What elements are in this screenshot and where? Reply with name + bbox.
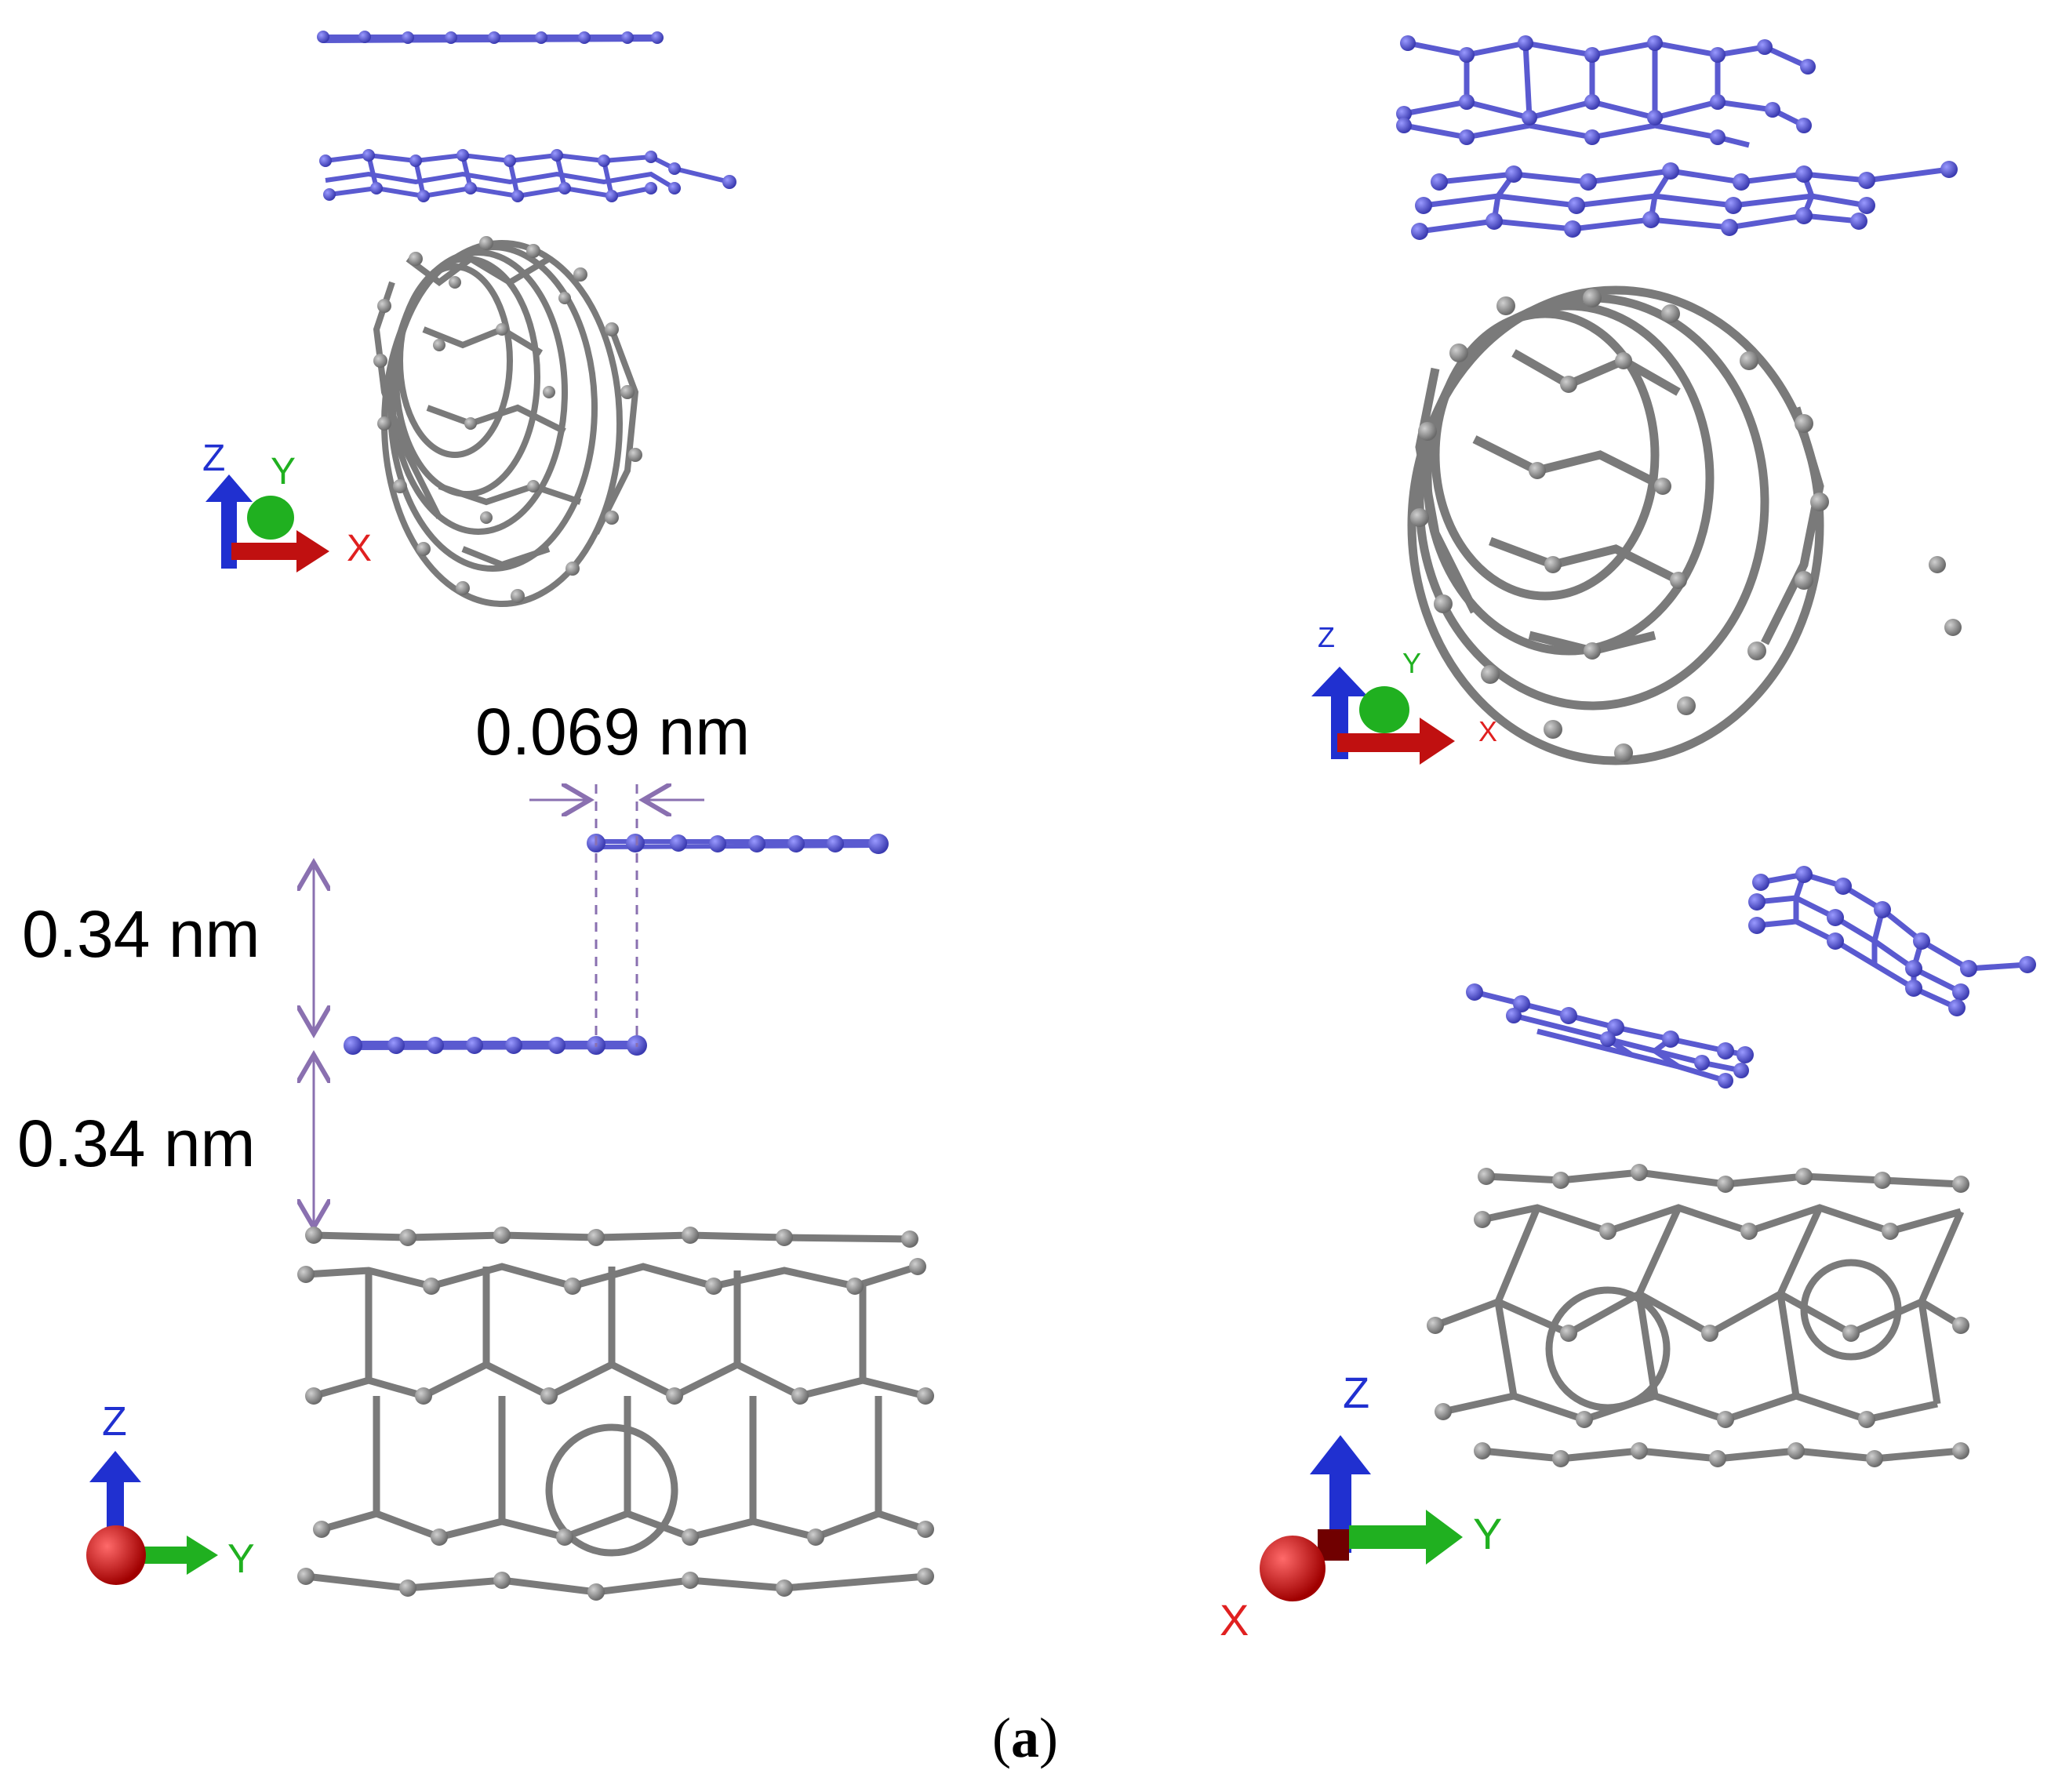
bottom-right-structure: Z Y X (1220, 866, 2036, 1645)
figure-caption: (a) (992, 1707, 1058, 1769)
bn-bilayer-top-left-atoms (319, 149, 736, 202)
bn-bilayer-top-right-atoms (1411, 161, 1958, 240)
axis-triad-bottom-right (1260, 1435, 1463, 1601)
axis-label-y: Y (1402, 647, 1421, 679)
bn-flake-left-atoms (1466, 983, 1754, 1089)
carbon-nanotube-side-bottom-left-atoms (297, 1227, 934, 1601)
axis-label-y: Y (227, 1536, 255, 1582)
axis-label-y: Y (271, 451, 296, 493)
axis-label-z: Z (102, 1399, 127, 1445)
axis-label-x: X (1220, 1595, 1249, 1645)
axis-triad-top-left (205, 474, 329, 572)
bn-bilayer-top-left (325, 152, 730, 199)
bn-sheet-top-right-atoms (1396, 35, 1816, 145)
dimension-lines (314, 784, 704, 1227)
offset-label: 0.069 nm (475, 695, 750, 769)
bn-layer-edge-top-atoms (317, 31, 664, 44)
spacing-label-bottom: 0.34 nm (17, 1107, 256, 1180)
bn-flake-right (1756, 871, 2028, 1011)
bottom-left-structure: 0.069 nm 0.34 nm 0.34 nm (17, 695, 934, 1601)
axis-label-z: Z (202, 438, 225, 479)
axis-label-x: X (1478, 715, 1497, 747)
axis-label-x: X (347, 528, 372, 569)
bn-flake-right-atoms (1748, 866, 2036, 1016)
axis-label-y: Y (1473, 1509, 1502, 1558)
carbon-nanotube-top-right (1407, 285, 1824, 765)
carbon-nanotube-top-right-atoms (1410, 289, 1962, 762)
top-right-structure: Z Y X (1311, 35, 1962, 765)
spacing-label-top: 0.34 nm (22, 897, 260, 971)
top-left-structure: Z Y X (202, 31, 736, 607)
carbon-nanotube-side-bottom-right (1434, 1169, 1965, 1463)
axis-triad-top-right (1311, 667, 1455, 765)
carbon-nanotube-top-left-atoms (373, 236, 642, 603)
axis-triad-bottom-left (86, 1451, 218, 1585)
carbon-nanotube-side-bottom-right-atoms (1427, 1164, 1969, 1467)
axis-label-z: Z (1343, 1368, 1369, 1417)
axis-label-z: Z (1318, 621, 1335, 653)
carbon-nanotube-side-bottom-left (305, 1231, 927, 1596)
carbon-nanotube-top-left (373, 240, 639, 607)
